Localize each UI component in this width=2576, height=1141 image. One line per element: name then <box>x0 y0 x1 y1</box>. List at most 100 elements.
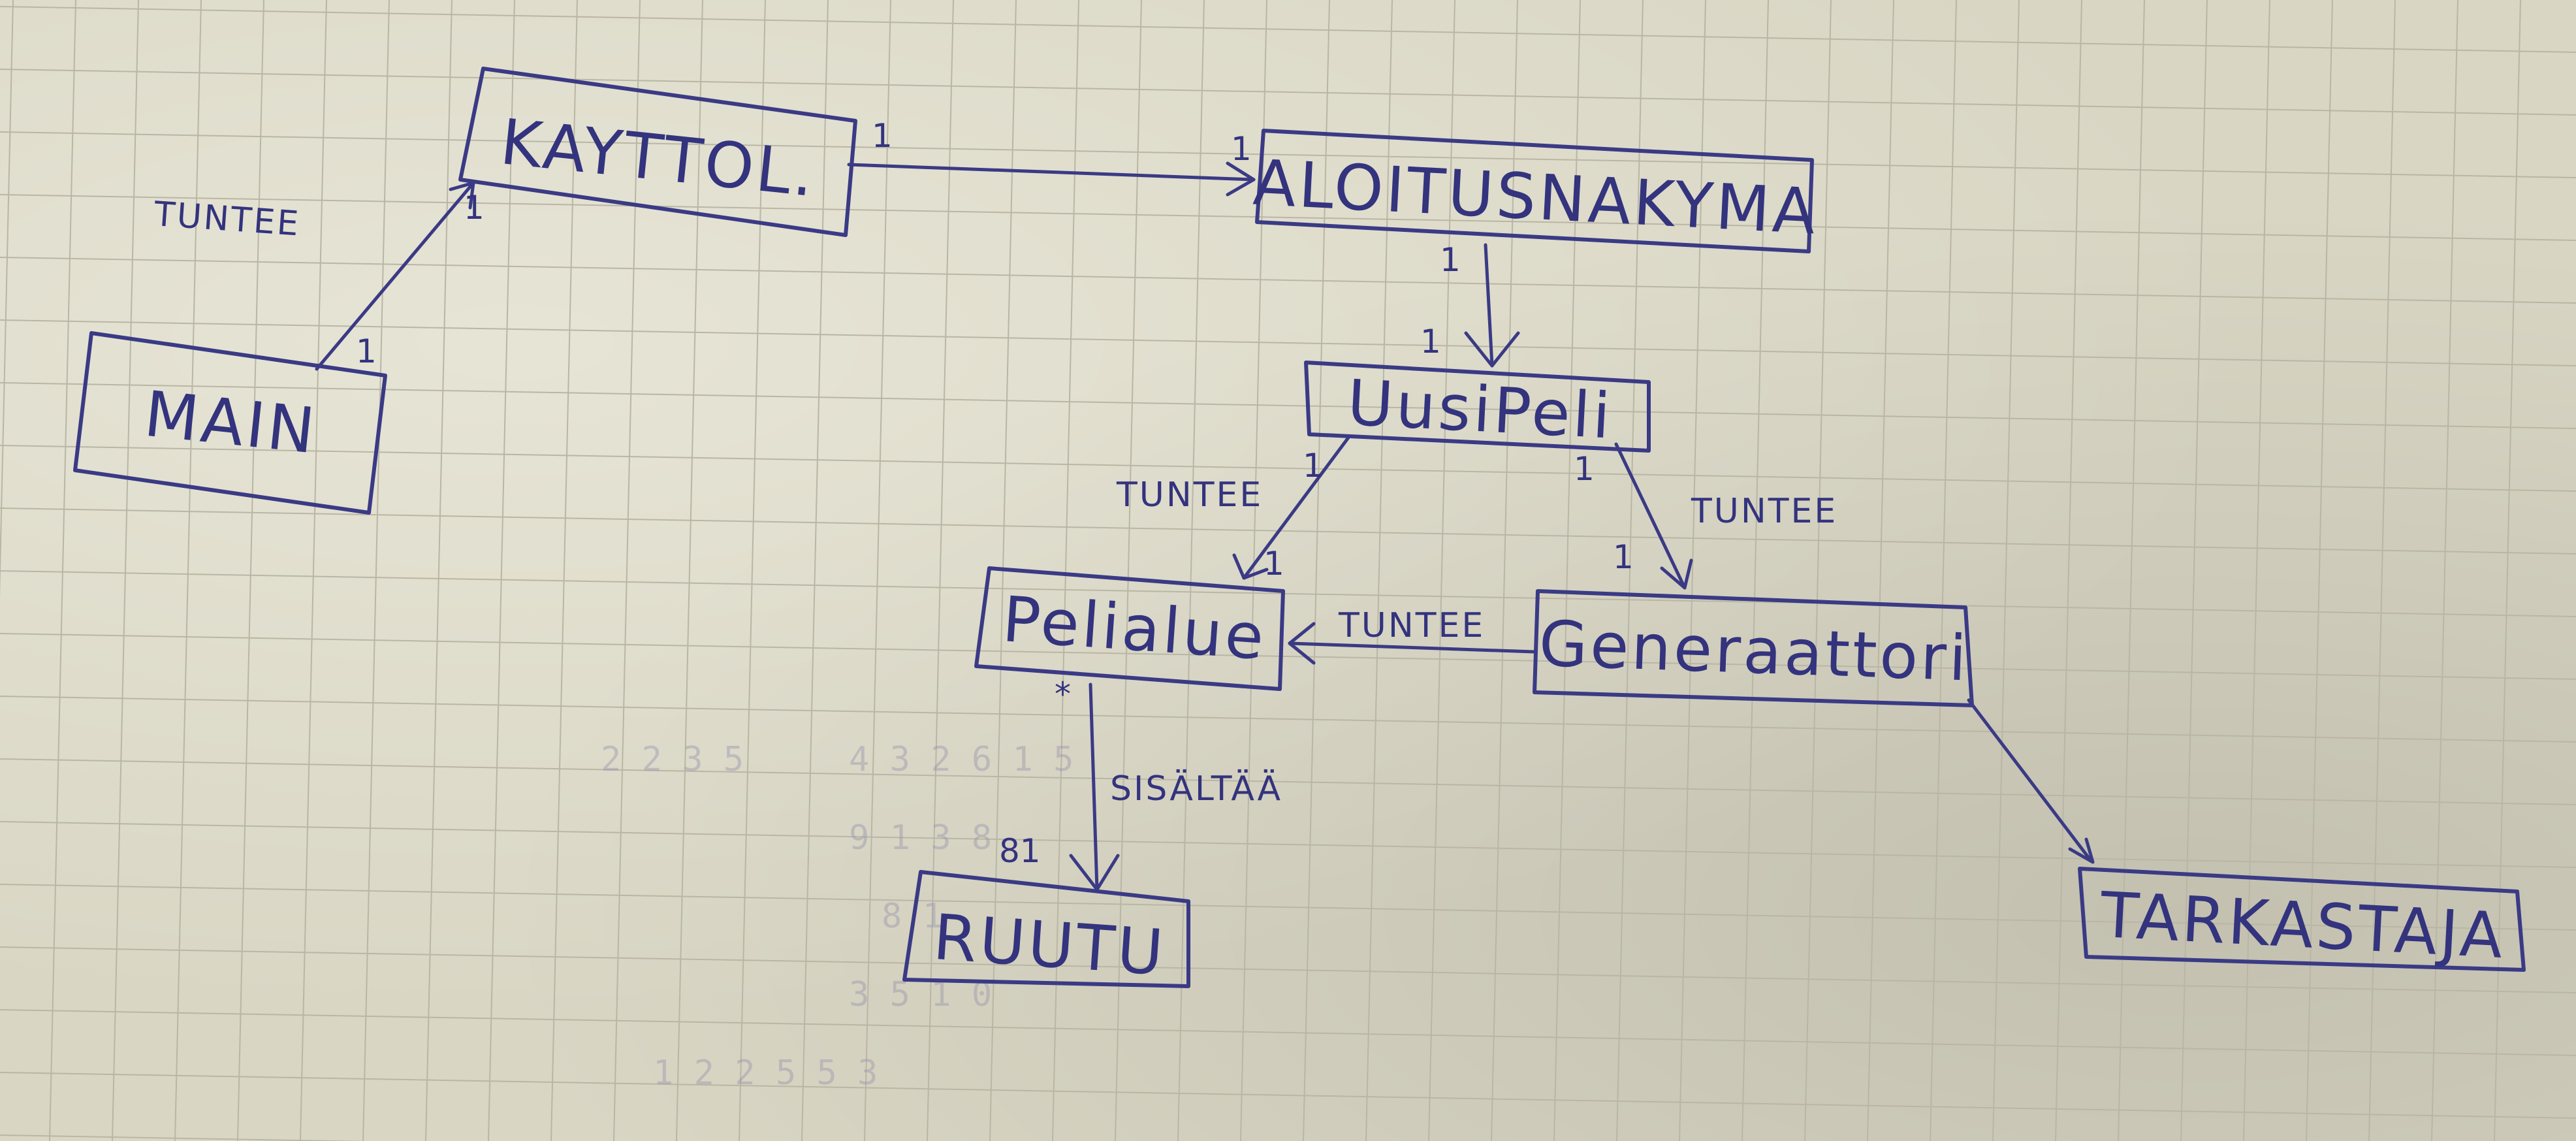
edge-label-main-kayttol: TUNTEE <box>152 195 302 244</box>
grid-line-vertical <box>1616 0 1644 1141</box>
edge-label-uusipeli-pelialue: TUNTEE <box>1116 475 1263 515</box>
grid-line-horizontal <box>0 194 2576 241</box>
svg-text:9 1 3 8: 9 1 3 8 <box>849 818 992 858</box>
grid-line-horizontal <box>0 821 2576 868</box>
grid-line-vertical <box>174 0 202 1141</box>
edge-pelialue-ruutu: SISÄLTÄÄ * 81 <box>999 675 1282 892</box>
edge-uusipeli-generaattori: TUNTEE 1 1 <box>1574 442 1837 590</box>
grid-line-vertical <box>1052 0 1079 1141</box>
grid-line-horizontal <box>0 319 2576 366</box>
ruutu-label: RUUTU <box>931 901 1168 990</box>
grid-line-vertical <box>2055 0 2082 1141</box>
mult-uusipeli-in: 1 <box>1420 323 1441 361</box>
edge-kayttol-aloitus: 1 1 <box>847 117 1256 197</box>
grid-line-vertical <box>112 0 139 1141</box>
grid-line-horizontal <box>0 69 2576 116</box>
grid-line-vertical <box>1240 0 1267 1141</box>
grid-line-vertical <box>739 0 766 1141</box>
grid-line-vertical <box>0 0 14 600</box>
edge-generaattori-tarkastaja <box>1967 698 2095 864</box>
mult-main: 1 <box>356 332 377 370</box>
grid-line-vertical <box>49 0 76 1141</box>
grid-line-vertical <box>362 0 390 1141</box>
pelialue-box <box>974 566 1285 691</box>
edge-label-pelialue-ruutu: SISÄLTÄÄ <box>1110 769 1282 809</box>
grid-line-vertical <box>2494 0 2521 1141</box>
mult-uusipeli-out-left: 1 <box>1303 447 1324 485</box>
grid-line-horizontal <box>0 1009 2576 1056</box>
grid-line-horizontal <box>0 257 2576 304</box>
grid-line-horizontal <box>0 6 2576 53</box>
mult-uusipeli-out-right: 1 <box>1574 450 1595 488</box>
ruutu-box <box>902 870 1190 988</box>
grid-line-vertical <box>864 0 891 1141</box>
grid-line-vertical <box>550 0 578 1141</box>
grid-line-vertical <box>2243 0 2270 1141</box>
mult-generaattori-in: 1 <box>1613 538 1634 576</box>
kayttol-box <box>458 67 857 237</box>
grid-line-vertical <box>676 0 703 1141</box>
grid-line-vertical <box>2431 0 2458 1141</box>
grid-line-vertical <box>801 0 829 1141</box>
grid-line-horizontal <box>0 1072 2576 1119</box>
grid-line-vertical <box>237 0 264 1141</box>
grid-line-horizontal <box>0 445 2576 492</box>
aloitusnakyma-box <box>1255 129 1814 253</box>
grid-line-vertical <box>1177 0 1205 1141</box>
grid-line-horizontal <box>0 758 2576 805</box>
grid-line-vertical <box>1930 0 1957 1141</box>
grid-line-vertical <box>1992 0 2020 1141</box>
grid-line-vertical <box>1365 0 1393 1141</box>
grid-line-vertical <box>1303 0 1330 1141</box>
edge-uusipeli-pelialue: TUNTEE 1 1 <box>1116 436 1350 583</box>
svg-text:2 2 3 5: 2 2 3 5 <box>601 740 744 779</box>
grid-line-vertical <box>927 0 954 1141</box>
mult-pelialue-in: 1 <box>1264 545 1284 583</box>
mult-aloitus-in: 1 <box>1231 130 1252 168</box>
grid-line-vertical <box>1553 0 1581 1141</box>
grid-line-horizontal <box>0 131 2576 178</box>
uusipeli-box <box>1304 361 1651 453</box>
edge-generaattori-pelialue: TUNTEE <box>1288 606 1536 665</box>
grid-line-horizontal <box>0 633 2576 680</box>
grid-line-horizontal <box>0 507 2576 554</box>
pelialue-label: Pelialue <box>1000 583 1269 674</box>
grid-line-horizontal <box>0 884 2576 931</box>
grid-line-vertical <box>1867 0 1894 1141</box>
grid-line-vertical <box>1428 0 1455 1141</box>
mult-pelialue-out: * <box>1055 675 1071 713</box>
tarkastaja-box <box>2078 867 2526 972</box>
edge-aloitus-uusipeli: 1 1 <box>1420 241 1520 368</box>
main-box <box>73 331 387 515</box>
grid-line-vertical <box>1115 0 1142 1141</box>
svg-text:1 2 2 5 5 3: 1 2 2 5 5 3 <box>653 1053 878 1093</box>
grid-line-vertical <box>2368 0 2396 1141</box>
mult-ruutu-in: 81 <box>999 832 1041 870</box>
edge-label-uusipeli-generaattori: TUNTEE <box>1691 492 1837 531</box>
grid-line-vertical <box>300 0 327 1141</box>
main-label: MAIN <box>141 378 321 468</box>
edge-label-generaattori-pelialue: TUNTEE <box>1338 606 1485 645</box>
grid-line-vertical <box>1491 0 1518 1141</box>
mult-aloitus-out: 1 <box>1440 241 1461 279</box>
grid-line-vertical <box>2180 0 2208 1141</box>
grid-line-vertical <box>425 0 453 1141</box>
grid-line-horizontal <box>0 946 2576 993</box>
grid-line-vertical <box>1679 0 1706 1141</box>
mult-kayttol-in: 1 <box>464 189 485 227</box>
grid-line-horizontal <box>0 696 2576 743</box>
svg-text:4 3 2 6 1 5: 4 3 2 6 1 5 <box>849 740 1073 779</box>
mult-kayttol-out: 1 <box>872 117 893 155</box>
grid-line-horizontal <box>0 382 2576 429</box>
grid-line-vertical <box>1804 0 1832 1141</box>
generaattori-label: Generaattori <box>1538 607 1970 696</box>
grid-line-horizontal <box>0 1134 368 1141</box>
grid-line-vertical <box>2306 0 2333 1141</box>
grid-line-vertical <box>2118 0 2145 1141</box>
grid-line-horizontal <box>0 570 2576 617</box>
grid-line-vertical <box>613 0 641 1141</box>
uusipeli-label: UusiPeli <box>1346 366 1615 453</box>
aloitusnakyma-label: ALOITUSNAKYMA <box>1252 146 1820 248</box>
